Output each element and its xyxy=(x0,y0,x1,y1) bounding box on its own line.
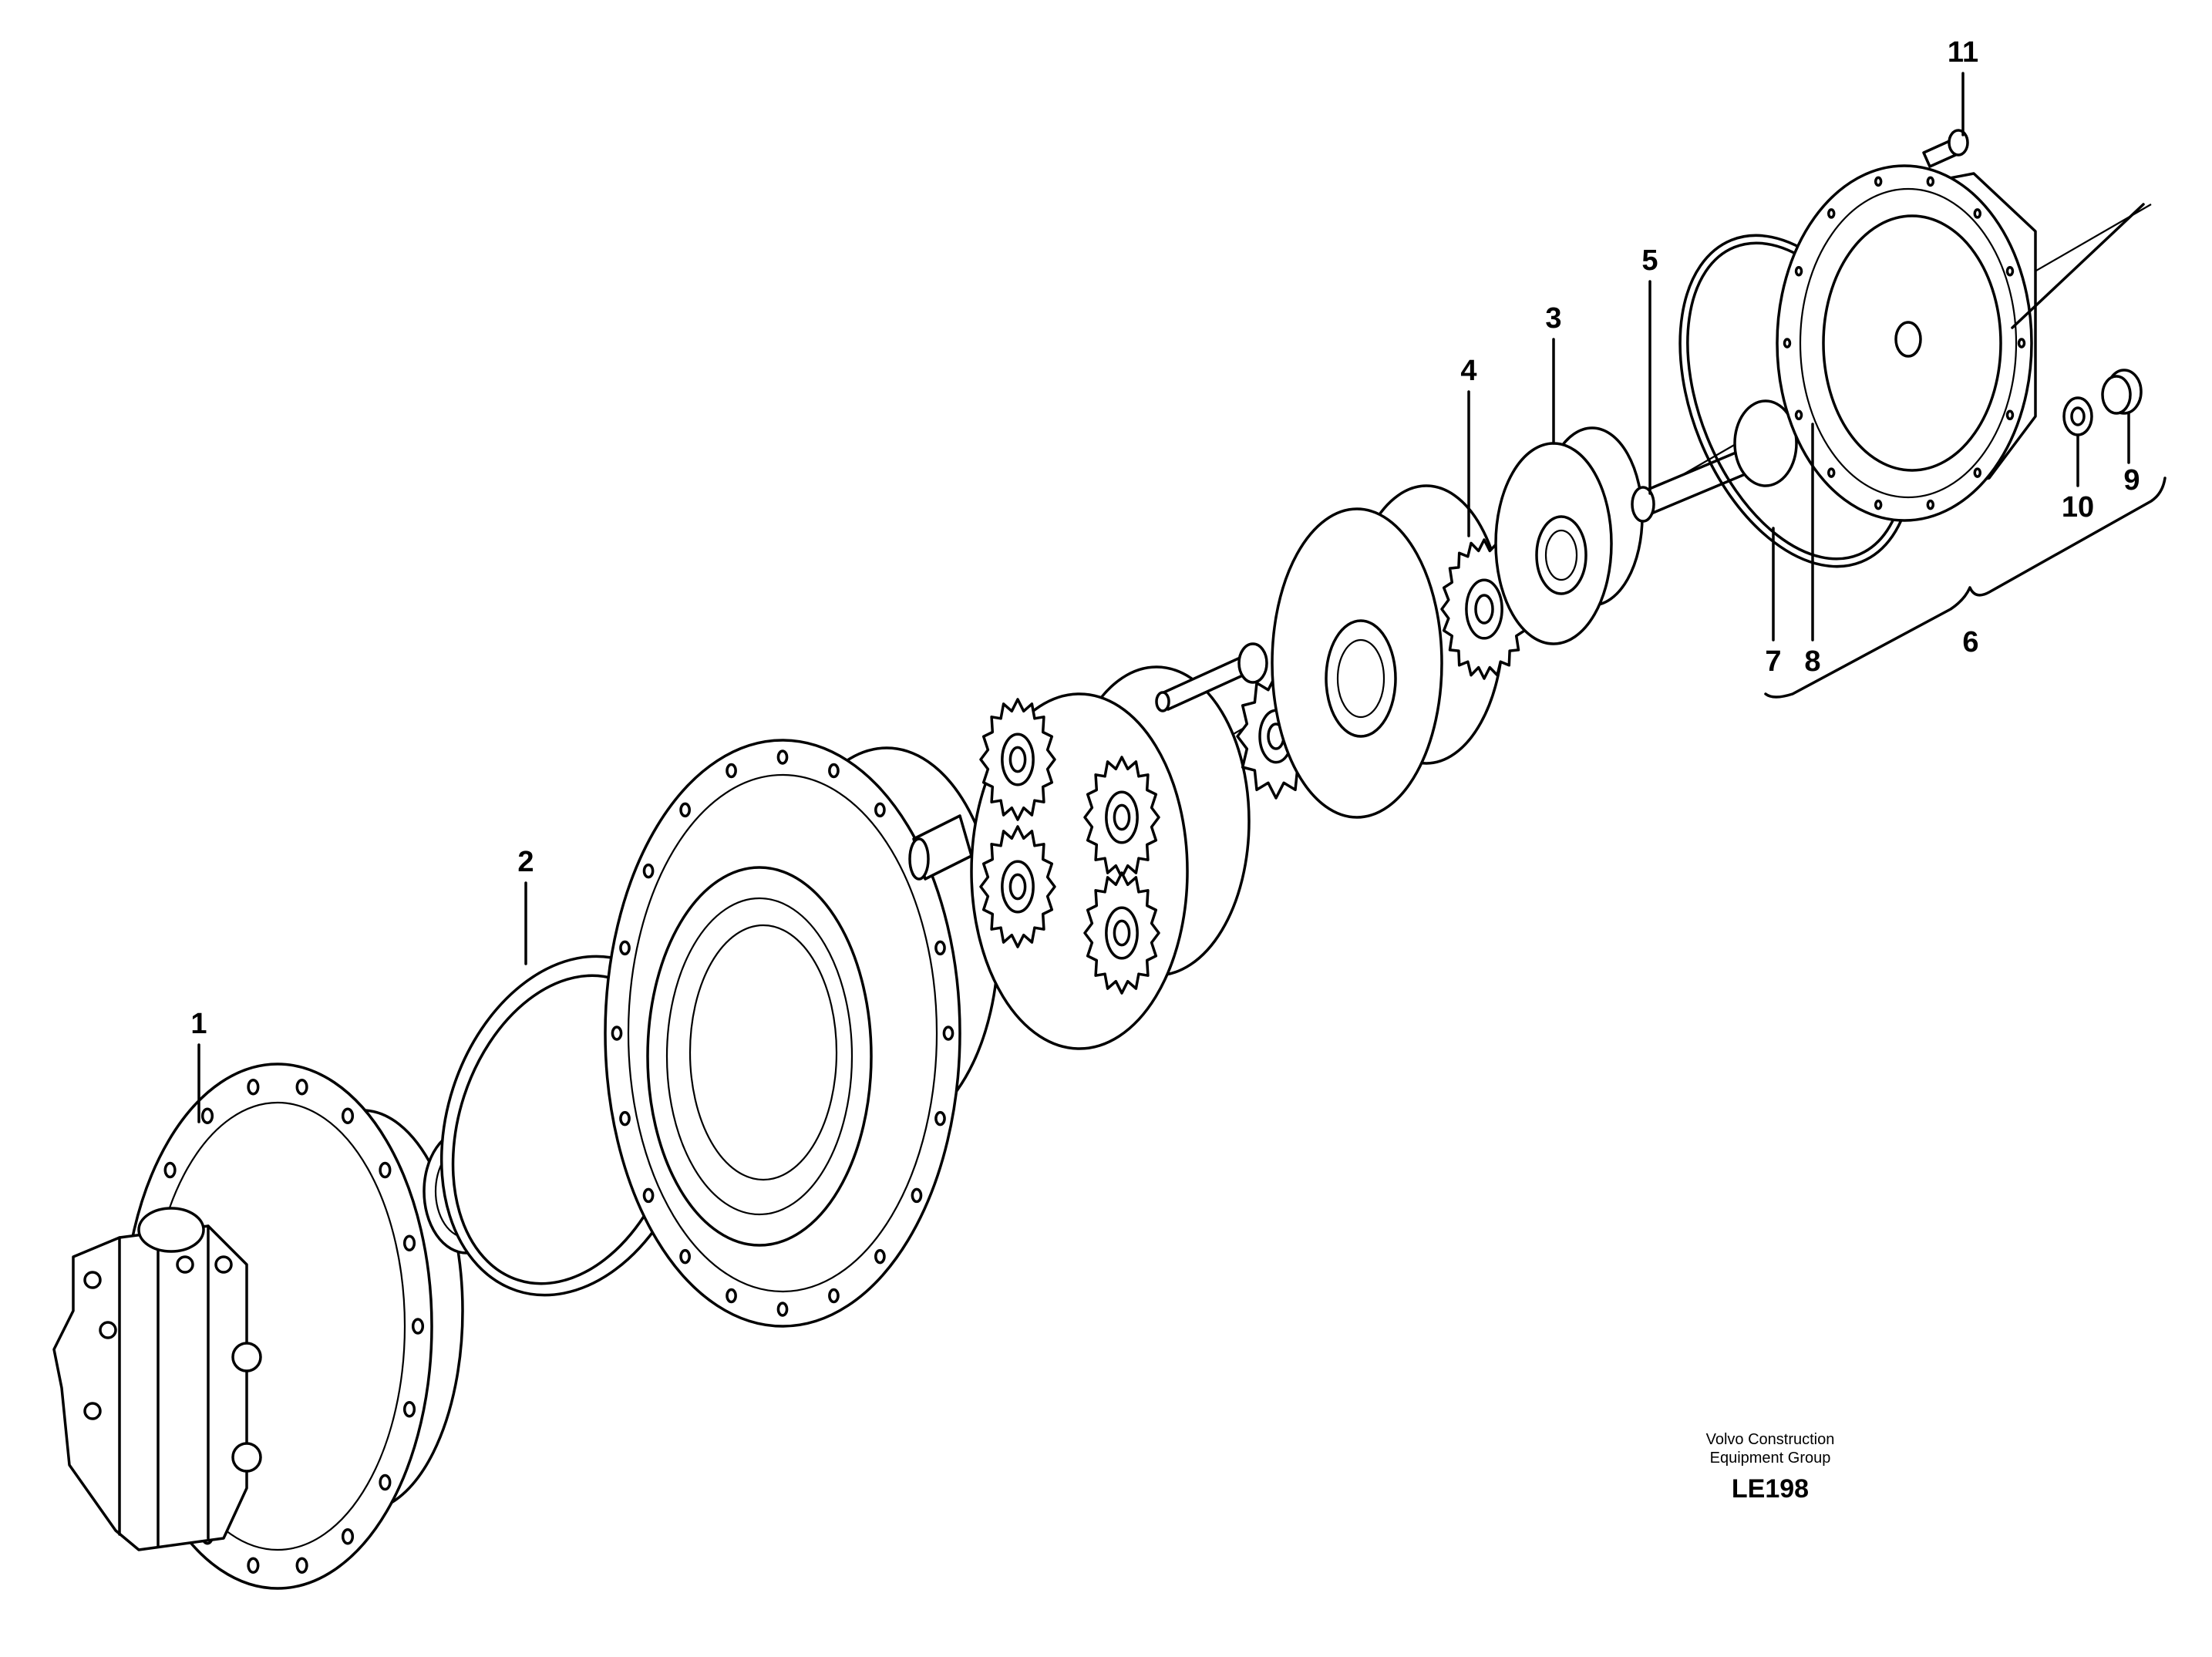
hub-bolt-hole xyxy=(828,763,840,779)
hub-bolt-hole xyxy=(679,1248,691,1265)
callout-6: 6 xyxy=(1962,626,1978,658)
cover-bolt-hole xyxy=(1926,176,1935,187)
hub-bolt-hole xyxy=(874,1248,886,1265)
hub-bolt-hole xyxy=(942,1026,954,1041)
cover-bolt-hole xyxy=(1783,338,1792,349)
callout-9: 9 xyxy=(2123,464,2140,497)
hub-bolt-hole xyxy=(642,1187,655,1204)
cover-bolt-hole xyxy=(1794,409,1803,421)
credit-line-1: Volvo Construction xyxy=(1706,1431,1835,1448)
part-10-washer xyxy=(2062,396,2093,436)
cover-bolt-hole xyxy=(1794,265,1803,277)
callout-10: 10 xyxy=(2062,491,2094,524)
callout-4: 4 xyxy=(1460,355,1476,387)
hub-bolt-hole xyxy=(874,802,886,818)
part-1-travel-motor xyxy=(52,1063,464,1590)
cover-bolt-hole xyxy=(2005,265,2015,277)
motor-bolt-hole xyxy=(295,1079,308,1096)
part-9-plug xyxy=(2101,369,2143,415)
dowel-pin xyxy=(908,814,973,881)
motor-bolt-hole xyxy=(341,1528,355,1545)
callout-3: 3 xyxy=(1545,302,1561,335)
planet-gear-bore xyxy=(1113,919,1131,947)
motor-bolt-hole xyxy=(379,1161,392,1179)
cover-bolt-hole xyxy=(1874,499,1883,510)
cover-bolt-hole xyxy=(1973,467,1982,478)
motor-bolt-hole xyxy=(411,1318,425,1335)
motor-bolt-hole xyxy=(247,1557,260,1574)
callout-1: 1 xyxy=(190,1008,207,1040)
hub-bolt-hole xyxy=(726,1288,737,1304)
credit-line-2: Equipment Group xyxy=(1710,1450,1831,1467)
cover-bolt-hole xyxy=(1926,499,1935,510)
callout-11: 11 xyxy=(1948,36,1978,69)
motor-bolt-hole xyxy=(402,1234,416,1252)
planet-gear-bore xyxy=(1008,746,1027,773)
motor-bolt-hole xyxy=(163,1161,177,1179)
callout-8: 8 xyxy=(1804,645,1820,678)
motor-bolt-hole xyxy=(402,1400,416,1418)
cover-bolt-hole xyxy=(2005,409,2015,421)
hub-housing xyxy=(604,739,1000,1328)
cover-ring-gear xyxy=(1776,164,2037,522)
hub-bolt-hole xyxy=(679,802,691,818)
hub-bolt-hole xyxy=(619,940,631,956)
cover-bolt-hole xyxy=(2017,338,2026,349)
drawing-code: LE198 xyxy=(1732,1474,1809,1504)
motor-bolt-hole xyxy=(379,1473,392,1491)
cover-bolt-hole xyxy=(1874,176,1883,187)
planet-gear-bore xyxy=(1113,803,1131,831)
callout-7: 7 xyxy=(1765,645,1781,678)
motor-bolt-hole xyxy=(247,1079,260,1096)
cover-bolt-hole xyxy=(1973,208,1982,219)
hub-bolt-hole xyxy=(726,763,737,779)
hub-bolt-hole xyxy=(611,1026,623,1041)
hub-bolt-hole xyxy=(828,1288,840,1304)
part-3-carrier xyxy=(1494,426,1644,645)
hub-bolt-hole xyxy=(619,1110,631,1127)
motor-bolt-hole xyxy=(200,1107,214,1124)
planet-gear-bore xyxy=(1008,873,1027,901)
callout-5: 5 xyxy=(1641,244,1658,277)
carrier-bolt xyxy=(1155,642,1268,712)
hub-bolt-hole xyxy=(934,1110,946,1127)
hub-bolt-hole xyxy=(776,1302,789,1317)
hub-bolt-hole xyxy=(776,749,789,765)
callout-2: 2 xyxy=(517,846,534,878)
hub-bolt-hole xyxy=(911,1187,923,1204)
credit-block: Volvo Construction Equipment Group LE198 xyxy=(1706,1431,1835,1504)
hub-bolt-hole xyxy=(642,863,655,879)
motor-bolt-hole xyxy=(341,1107,355,1124)
motor-bolt-hole xyxy=(295,1557,308,1574)
hub-bolt-hole xyxy=(934,940,946,956)
leader-lines xyxy=(197,72,2167,1123)
planet-carrier-assembly xyxy=(970,665,1251,1050)
gear-4-teeth-bore xyxy=(1474,594,1494,625)
cover-bolt-hole xyxy=(1826,467,1836,478)
callout-labels: 1 2 3 4 5 6 7 8 9 10 11 xyxy=(190,36,2140,1040)
cover-bolt-hole xyxy=(1826,208,1836,219)
part-11-screw xyxy=(1922,129,1969,168)
part-5-shaft xyxy=(1631,399,1798,523)
